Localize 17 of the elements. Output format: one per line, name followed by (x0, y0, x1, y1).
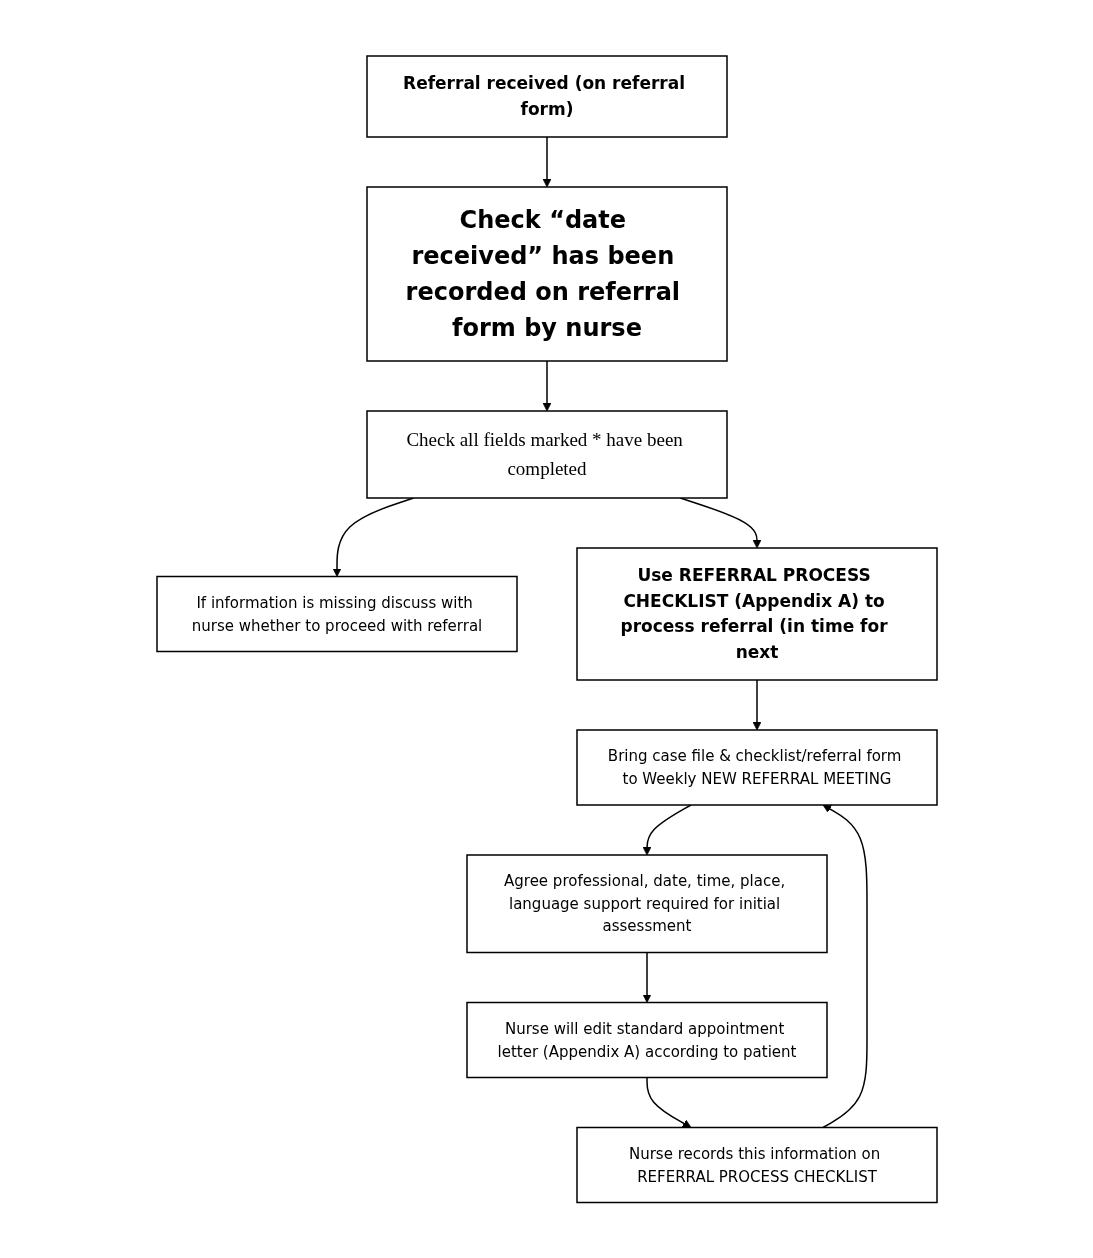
arrow (645, 1076, 691, 1128)
node-box: Use REFERRAL PROCESS CHECKLIST (Appendix A) to process referral (in time for next (575, 547, 938, 681)
node-box: If information is missing discuss with nurse whether to proceed with referral (155, 575, 518, 652)
node-box: Nurse records this information on REFERRAL PROCESS CHECKLIST (575, 1126, 938, 1203)
node-box: Check all fields marked * have been completed (365, 410, 728, 499)
arrow (542, 136, 551, 188)
node-box: Check “date received” has been recorded on referral form by nurse (365, 186, 728, 362)
node-box: Bring case file & checklist/referral form to Weekly NEW REFERRAL MEETING (575, 729, 938, 806)
node-box: Referral received (on referral form) (365, 55, 728, 138)
node-box: Agree professional, date, time, place, language support required for initial assessment (465, 854, 828, 953)
arrow (542, 360, 551, 412)
arrow (752, 679, 761, 731)
node-box: Nurse will edit standard appointment letter (Appendix A) according to patient (465, 1001, 828, 1078)
arrow (332, 497, 414, 577)
arrow (642, 951, 651, 1003)
arrow (821, 804, 868, 1128)
arrow (642, 804, 692, 856)
